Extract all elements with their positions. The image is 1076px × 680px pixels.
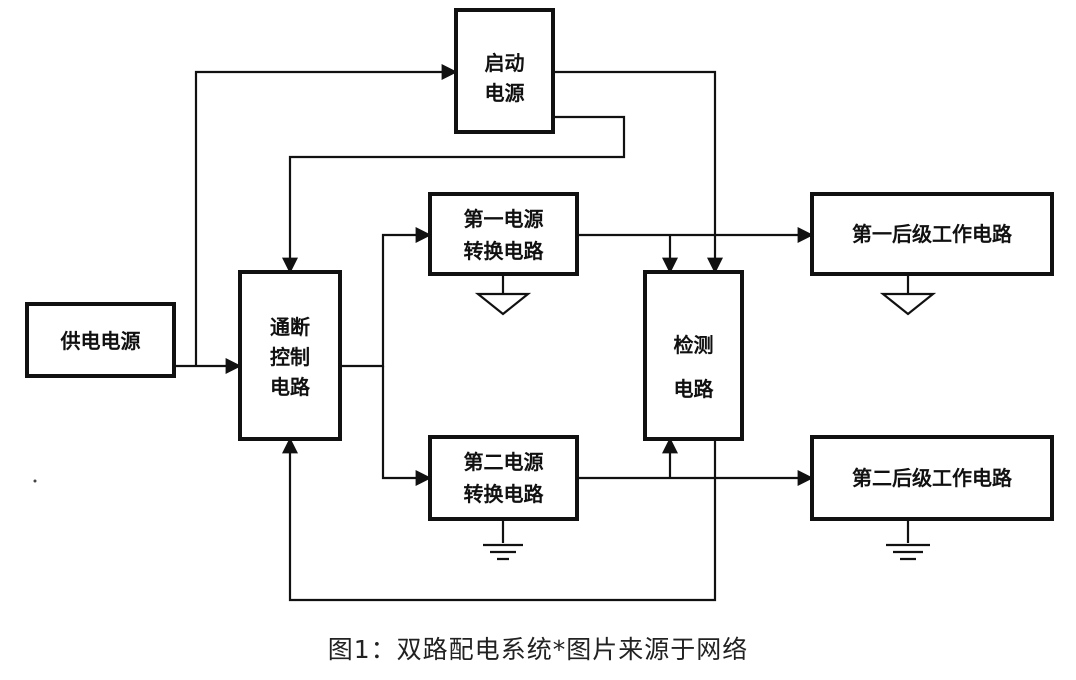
figure-caption: 图1：双路配电系统*图片来源于网络 bbox=[327, 635, 749, 664]
switch-control-block: 通断 控制 电路 bbox=[238, 270, 342, 441]
startup-power-line2: 电源 bbox=[485, 81, 525, 105]
connectors bbox=[174, 64, 814, 602]
ground-earth-stage2 bbox=[886, 520, 930, 561]
switch-control-line3: 电路 bbox=[270, 375, 311, 399]
stage2-block: 第二后级工作电路 bbox=[810, 435, 1054, 521]
conv1-line2: 转换电路 bbox=[464, 239, 545, 263]
detect-line1: 检测 bbox=[674, 333, 714, 357]
conv2-line2: 转换电路 bbox=[464, 482, 545, 506]
arrow-startup-to-switch bbox=[282, 115, 626, 274]
startup-power-line1: 启动 bbox=[485, 51, 525, 75]
stage1-block: 第一后级工作电路 bbox=[810, 192, 1054, 276]
ground-triangle-stage1 bbox=[879, 276, 937, 316]
arrow-detect-to-switch bbox=[282, 437, 717, 602]
conv1-line1: 第一电源 bbox=[464, 207, 544, 231]
supply-power-block: 供电电源 bbox=[25, 302, 176, 378]
conv1-block: 第一电源 转换电路 bbox=[428, 192, 579, 276]
ground-symbols bbox=[474, 276, 937, 561]
conv2-line1: 第二电源 bbox=[464, 450, 544, 474]
arrow-switch-to-conv1 bbox=[340, 227, 432, 368]
supply-power-label: 供电电源 bbox=[60, 329, 141, 353]
detect-block: 检测 电路 bbox=[643, 270, 744, 441]
arrow-switch-to-conv2 bbox=[381, 366, 432, 486]
ground-earth-conv2 bbox=[483, 520, 523, 561]
switch-control-line2: 控制 bbox=[270, 345, 310, 369]
stage2-label: 第二后级工作电路 bbox=[852, 466, 1013, 490]
stage1-label: 第一后级工作电路 bbox=[852, 222, 1013, 246]
dual-power-distribution-diagram: 启动 电源 供电电源 通断 控制 电路 第一电源 转换电路 第二电源 转换电路 … bbox=[25, 8, 1054, 602]
conv2-block: 第二电源 转换电路 bbox=[428, 435, 579, 521]
stray-dot bbox=[33, 479, 37, 483]
ground-triangle-conv1 bbox=[474, 276, 532, 316]
arrow-supply-to-startup bbox=[194, 64, 458, 366]
arrow-startup-to-detect bbox=[553, 70, 723, 274]
switch-control-line1: 通断 bbox=[270, 315, 310, 339]
startup-power-block: 启动 电源 bbox=[454, 8, 555, 134]
detect-line2: 电路 bbox=[674, 377, 715, 401]
